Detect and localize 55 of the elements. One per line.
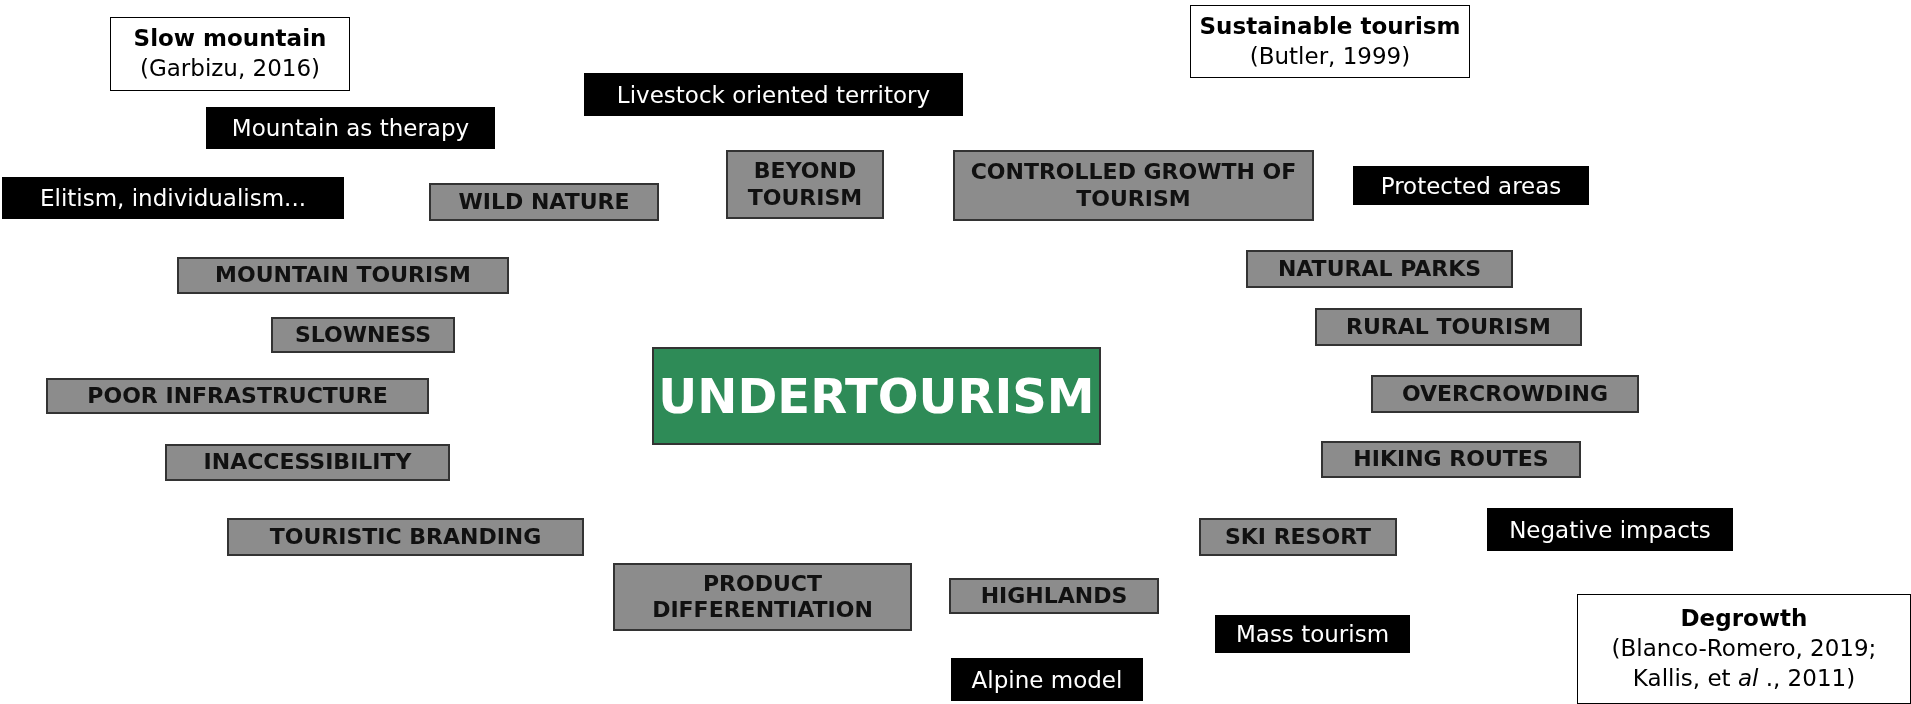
keyword-box	[165, 444, 450, 481]
keyword-text: NATURAL PARKS	[1277, 255, 1482, 283]
keyword-box	[429, 183, 659, 221]
reference-box	[1577, 594, 1911, 704]
keyword-box	[1315, 308, 1582, 346]
tag-text: Livestock oriented territory	[616, 81, 931, 108]
keyword-box	[613, 563, 912, 631]
tag-box	[951, 658, 1143, 701]
tag-text: Elitism, individualism...	[39, 185, 307, 211]
keyword-text: TOURISTIC BRANDING	[269, 523, 542, 551]
keyword-text: PRODUCT DIFFERENTIATION	[651, 570, 874, 624]
keyword-box	[46, 378, 429, 414]
keyword-text: RURAL TOURISM	[1346, 313, 1551, 341]
keyword-box	[177, 257, 509, 294]
citation-text: (Butler, 1999)	[1249, 41, 1411, 71]
keyword-text: INACCESSIBILITY	[203, 449, 412, 476]
tag-text: Negative impacts	[1509, 516, 1711, 543]
reference-title: Sustainable tourism	[1199, 11, 1461, 41]
tag-text: Alpine model	[971, 666, 1123, 693]
keyword-box	[1321, 441, 1581, 478]
tag-text: Protected areas	[1380, 172, 1562, 199]
keyword-box	[271, 317, 455, 353]
tag-box	[206, 107, 495, 149]
tag-box	[1215, 615, 1410, 653]
keyword-text: CONTROLLED GROWTH OF TOURISM	[969, 159, 1298, 212]
keyword-box	[953, 150, 1314, 221]
keyword-text: POOR INFRASTRUCTURE	[87, 382, 388, 410]
tag-text: Mountain as therapy	[231, 115, 470, 141]
keyword-box	[1371, 375, 1639, 413]
keyword-text: SKI RESORT	[1224, 523, 1372, 551]
citation-text: (Blanco-Romero, 2019; Kallis, et al ., 2011)	[1610, 634, 1878, 693]
central-topic-text: UNDERTOURISM	[658, 368, 1095, 424]
tag-box	[584, 73, 963, 116]
keyword-box	[1199, 518, 1397, 556]
keyword-text: BEYOND TOURISM	[746, 158, 864, 211]
keyword-text: HIKING ROUTES	[1353, 446, 1549, 473]
citation-text: (Garbizu, 2016)	[139, 54, 321, 83]
tag-box	[1487, 508, 1733, 551]
keyword-text: OVERCROWDING	[1401, 380, 1609, 408]
keyword-text: SLOWNESS	[294, 321, 432, 349]
reference-box	[110, 17, 350, 91]
keyword-text: HIGHLANDS	[980, 582, 1128, 610]
keyword-text: MOUNTAIN TOURISM	[215, 262, 471, 289]
tag-box	[2, 177, 344, 219]
tag-text: Mass tourism	[1235, 621, 1390, 647]
keyword-box	[1246, 250, 1513, 288]
reference-box	[1190, 5, 1470, 78]
keyword-box	[949, 578, 1159, 614]
keyword-box	[726, 150, 884, 219]
keyword-box	[227, 518, 584, 556]
keyword-text: WILD NATURE	[458, 188, 630, 216]
reference-title: Degrowth	[1680, 604, 1808, 634]
central-topic-box	[652, 347, 1101, 445]
reference-title: Slow mountain	[133, 24, 327, 54]
tag-box	[1353, 166, 1589, 205]
